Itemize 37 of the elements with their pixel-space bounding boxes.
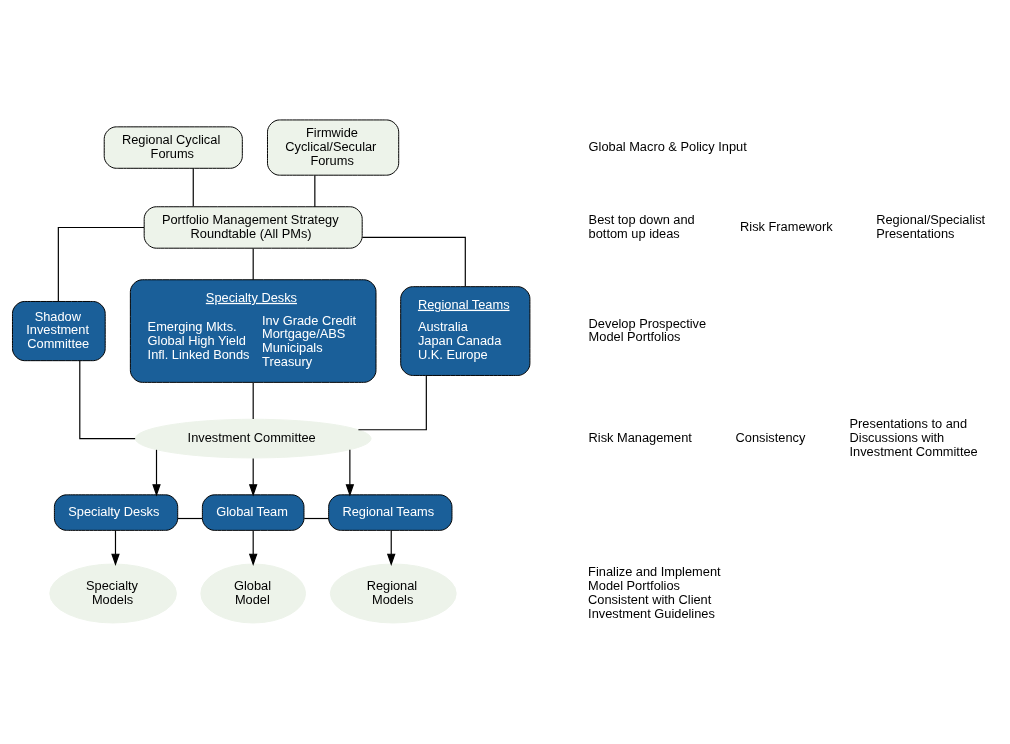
node-box: Regional Teams Australia Japan Canada U.K. Europe xyxy=(400,285,531,376)
connector xyxy=(177,517,203,519)
node-ellipse: Global Model xyxy=(200,563,307,623)
arrow xyxy=(345,448,355,496)
arrow xyxy=(152,448,161,496)
connector xyxy=(303,517,330,519)
connector xyxy=(192,167,194,207)
node-box: Shadow Investment Committee xyxy=(11,300,106,361)
connector xyxy=(252,381,254,420)
connector xyxy=(314,174,316,207)
connector xyxy=(361,236,466,287)
node-box: Global Team xyxy=(201,493,305,531)
arrow xyxy=(248,457,258,496)
node-ellipse: Specialty Models xyxy=(49,563,177,623)
label: Finalize and Implement Model Portfolios Consistent with Client Investment Guidelines xyxy=(588,563,721,621)
label: Consistency xyxy=(735,429,806,445)
node-box: Firmwide Cyclical/Secular Forums xyxy=(267,118,400,176)
label: Risk Framework xyxy=(740,218,833,234)
arrow xyxy=(111,529,120,566)
arrow xyxy=(386,529,396,566)
label: Regional/Specialist Presentations xyxy=(876,211,986,241)
connector xyxy=(252,247,254,280)
connector xyxy=(79,359,136,439)
label: Presentations to and Discussions with Investment Committee xyxy=(849,415,978,459)
node-ellipse: Investment Committee xyxy=(134,418,372,458)
label: Global Macro & Policy Input xyxy=(588,138,747,154)
connector xyxy=(57,226,145,302)
node-box: Regional Cyclical Forums xyxy=(103,125,243,169)
node-box: Specialty Desks xyxy=(53,493,179,531)
label: Risk Management xyxy=(588,429,692,445)
arrow xyxy=(248,529,258,566)
node-box: Regional Teams xyxy=(328,493,453,531)
node-box: Portfolio Management Strategy Roundtable (All PMs) xyxy=(143,205,363,249)
label: Develop Prospective Model Portfolios xyxy=(588,315,707,344)
label: Best top down and bottom up ideas xyxy=(588,211,695,241)
connector xyxy=(357,374,427,430)
node-ellipse: Regional Models xyxy=(329,563,457,623)
